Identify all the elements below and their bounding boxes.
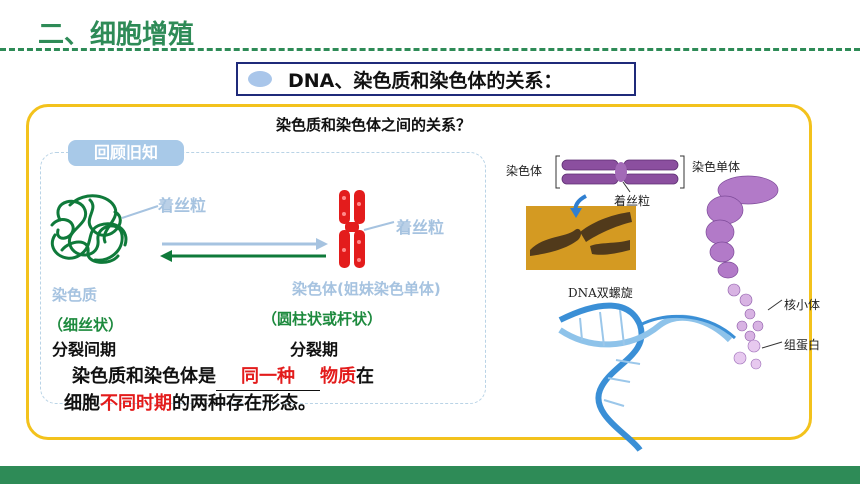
chromatin-illustration: [50, 194, 128, 264]
question-text: 染色质和染色体之间的关系？: [276, 116, 472, 134]
dna-chromosome-figure: [526, 155, 783, 452]
centromere-label-left: 着丝粒: [158, 196, 207, 215]
conversion-arrows: [160, 238, 328, 262]
conclusion-line2-a: 细胞: [64, 393, 100, 414]
conclusion-part1: 染色质和染色体是: [72, 366, 216, 387]
fig-label-chromatid: 染色单体: [692, 160, 741, 174]
review-panel: [40, 152, 486, 404]
chromosome-label: 染色体(姐妹染色单体): [292, 280, 441, 298]
fig-label-nucleosome: 核小体: [784, 298, 821, 312]
conclusion-line2-b: 的两种存在形态。: [172, 393, 316, 414]
conclusion-highlight-period: 不同时期: [100, 393, 172, 414]
chromatin-phase: 分裂间期: [52, 340, 117, 359]
pointer-line-right: [363, 221, 395, 231]
chromatin-label: 染色质: [52, 286, 98, 304]
heading-text: DNA、染色质和染色体的关系：: [288, 70, 563, 92]
heading-box: [236, 62, 636, 96]
section-title: 二、细胞增殖: [38, 20, 195, 50]
conclusion-part3: 在: [356, 366, 374, 387]
chromosome-shape: （圆柱状或杆状）: [262, 310, 383, 328]
fig-label-histone: 组蛋白: [784, 338, 821, 352]
conclusion-text: 染色质和染色体是同一种物质在 细胞不同时期的两种存在形态。: [64, 364, 374, 417]
fig-label-dna: DNA双螺旋: [568, 286, 633, 300]
conclusion-highlight-substance: 物质: [320, 366, 356, 387]
chromosome-phase: 分裂期: [290, 340, 339, 359]
chromatin-shape: （细丝状）: [48, 316, 124, 334]
fig-label-centromere: 着丝粒: [614, 194, 651, 208]
conclusion-blank: 同一种: [216, 364, 320, 391]
footer-bar: [0, 466, 860, 484]
bullet-icon: [248, 71, 272, 87]
chromosome-illustration: [339, 190, 365, 268]
conclusion-line-1: 染色质和染色体是同一种物质在: [72, 364, 374, 391]
centromere-label-right: 着丝粒: [396, 218, 445, 237]
conclusion-line-2: 细胞不同时期的两种存在形态。: [64, 391, 374, 417]
dashed-divider: [0, 48, 860, 51]
pointer-line: [121, 205, 159, 219]
fig-label-chromosome: 染色体: [506, 164, 543, 178]
review-tag: 回顾旧知: [68, 140, 184, 166]
